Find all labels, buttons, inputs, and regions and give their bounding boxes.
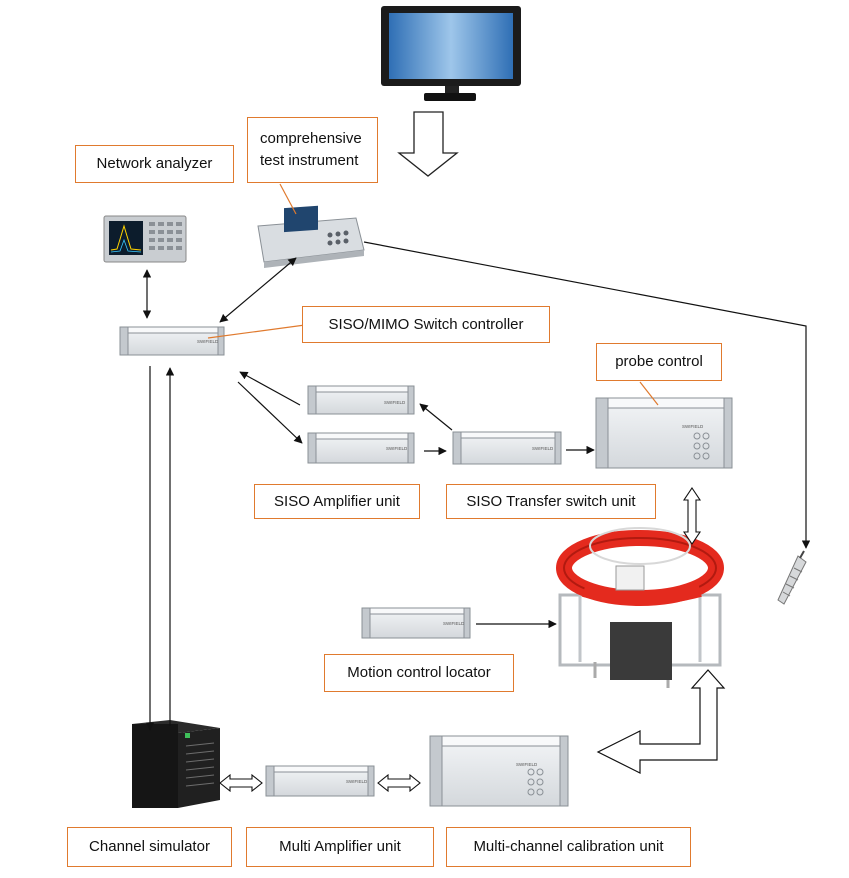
network-analyzer-label: Network analyzer [75, 145, 234, 183]
multi-amplifier-label: Multi Amplifier unit [246, 827, 434, 867]
device-brand-label: SWIFIELD [386, 446, 408, 451]
siso-amplifier-device-bottom [307, 432, 415, 464]
multi-channel-calibration-label: Multi-channel calibration unit [446, 827, 691, 867]
leader-test-instrument [279, 183, 297, 215]
device-brand-label: SWIFIELD [516, 762, 538, 767]
comprehensive-test-instrument-label: comprehensive test instrument [247, 117, 378, 183]
amp-calibration-double-arrow [377, 773, 421, 793]
device-brand-label: SWIFIELD [443, 621, 465, 626]
comprehensive-test-instrument-icon [257, 205, 365, 268]
connector-amp-top-controller [239, 371, 301, 406]
device-brand-label: SWIFIELD [197, 339, 219, 344]
device-brand-label: SWIFIELD [682, 424, 704, 429]
chamber-calibration-arrow [596, 669, 726, 774]
motion-control-locator-label: Motion control locator [324, 654, 514, 692]
siso-amplifier-device-top [307, 385, 415, 415]
leader-switch-controller [207, 324, 306, 339]
switch-controller-device [119, 326, 225, 356]
connector-controller-amp-bottom [237, 381, 303, 444]
motion-control-locator-device [361, 607, 471, 639]
device-brand-label: SWIFIELD [384, 400, 406, 405]
siso-transfer-switch-label: SISO Transfer switch unit [446, 484, 656, 519]
multi-amplifier-device [265, 765, 375, 797]
probe-chamber-double-arrow [682, 487, 702, 545]
chamber-icon [556, 527, 724, 688]
monitor-down-arrow [397, 111, 459, 177]
multi-channel-calibration-device [429, 735, 569, 807]
simulator-amp-double-arrow [219, 773, 263, 793]
connector-switch-instrument [219, 257, 297, 323]
leader-probe-control [639, 381, 659, 406]
connector-switch-amp-top [419, 403, 453, 431]
channel-simulator-label: Channel simulator [67, 827, 232, 867]
probe-control-label: probe control [596, 343, 722, 381]
network-analyzer-icon [103, 215, 187, 263]
probe-antenna-icon [777, 550, 807, 605]
connector-instrument-probe [363, 241, 811, 549]
switch-controller-label: SISO/MIMO Switch controller [302, 306, 550, 343]
device-brand-label: SWIFIELD [532, 446, 554, 451]
device-brand-label: SWIFIELD [346, 779, 368, 784]
siso-transfer-switch-device [452, 431, 562, 465]
comprehensive-test-instrument-label-line1: comprehensive [260, 130, 362, 147]
siso-amplifier-label: SISO Amplifier unit [254, 484, 420, 519]
monitor-icon [381, 6, 521, 101]
comprehensive-test-instrument-label-line2: test instrument [260, 152, 359, 169]
probe-control-device [595, 397, 733, 469]
channel-simulator-icon [132, 720, 220, 808]
